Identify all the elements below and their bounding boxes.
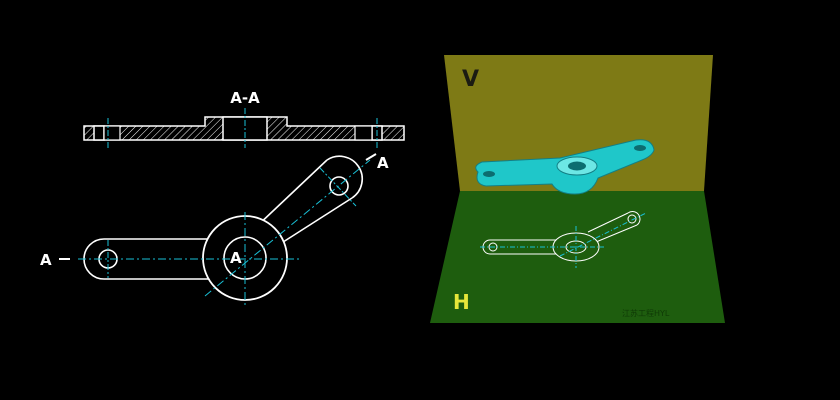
section-view: A-A (83, 89, 405, 148)
part-right-hole (634, 145, 646, 151)
watermark: 江苏工程HYL (622, 308, 670, 318)
section-web-gap-right (354, 125, 373, 141)
hproj-arm-right-lower (595, 224, 638, 243)
hproj-centerline-inclined (559, 212, 647, 257)
part-hub-bore (568, 161, 586, 171)
top-view: A A A (40, 153, 389, 305)
section-hole-left (93, 125, 105, 141)
cut-mark-right (365, 153, 377, 161)
hproj-arm-right-upper (587, 212, 629, 233)
h-plane-label: H (453, 290, 470, 314)
section-web-gap-left (103, 125, 121, 141)
cut-label-right: A (377, 154, 389, 172)
hproj-arm-right-end (627, 211, 641, 226)
cut-label-center: A (230, 249, 242, 267)
section-title: A-A (230, 89, 260, 107)
arm-right-lower-edge (279, 197, 353, 245)
part-left-hole (483, 171, 495, 177)
arm-right-upper-edge (254, 159, 328, 229)
part-3d (475, 139, 655, 195)
hproj-right-hole (627, 214, 637, 224)
projection-model: V H 江苏工程HYL (430, 55, 725, 323)
centerline-inclined (204, 159, 371, 297)
arm-right-end-arc (326, 155, 364, 199)
v-plane-label: V (462, 67, 479, 92)
centerline-right-hole (319, 167, 357, 207)
h-projection (480, 211, 647, 268)
cut-label-left: A (40, 251, 52, 269)
right-hole (329, 176, 349, 196)
